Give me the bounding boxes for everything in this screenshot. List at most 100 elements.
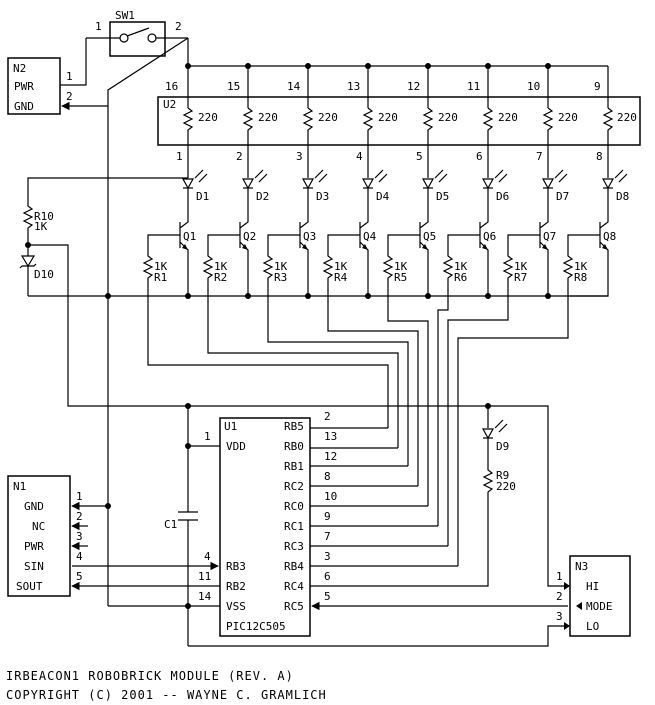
transistor-q6: Q6 bbox=[483, 230, 496, 243]
u1-right-pin-name-rc3: RC3 bbox=[284, 540, 304, 553]
sw1-pin1: 1 bbox=[95, 20, 102, 33]
driver-stage-6: D6 Q6 1K R6 bbox=[437, 169, 509, 526]
n3-pin1-name: HI bbox=[586, 580, 599, 593]
u2-bottom-pin-8: 8 bbox=[596, 150, 603, 163]
transistor-q5: Q5 bbox=[423, 230, 436, 243]
base-res-r3-value: 1K bbox=[274, 260, 288, 273]
u2-top-pin-14: 14 bbox=[287, 80, 301, 93]
base-res-r4-value: 1K bbox=[334, 260, 348, 273]
led-d5: D5 bbox=[436, 190, 449, 203]
driver-stage-5: D5 Q5 1K R5 bbox=[382, 169, 449, 506]
capacitor-c1: C1 bbox=[164, 406, 568, 647]
base-res-r6-ref: R6 bbox=[454, 271, 467, 284]
driver-stage-4: D4 Q4 1K R4 bbox=[322, 169, 419, 486]
n1-pin2-num: 2 bbox=[76, 510, 83, 523]
base-res-r8-value: 1K bbox=[574, 260, 588, 273]
base-res-r4-ref: R4 bbox=[334, 271, 348, 284]
u1-part: PIC12C505 bbox=[226, 620, 286, 633]
d9-r9: D9 R9 220 bbox=[310, 406, 516, 587]
led-d7: D7 bbox=[556, 190, 569, 203]
c1-ref: C1 bbox=[164, 518, 177, 531]
driver-stage-1: D1 Q1 1K R1 bbox=[142, 169, 389, 428]
ground-bus bbox=[28, 106, 608, 606]
u1-right-pin-name-rc5: RC5 bbox=[284, 600, 304, 613]
n1-pin3-name: PWR bbox=[24, 540, 44, 553]
u2-bottom-pin-4: 4 bbox=[356, 150, 363, 163]
u2-value-4: 220 bbox=[378, 111, 398, 124]
microcontroller-u1: U1 PIC12C505 VDD 1 RB3 4 RB2 11 VSS 14 R… bbox=[198, 410, 568, 637]
u2-value-6: 220 bbox=[498, 111, 518, 124]
u2-top-pin-15: 15 bbox=[227, 80, 240, 93]
u2-value-5: 220 bbox=[438, 111, 458, 124]
u1-right-pin-name-rb1: RB1 bbox=[284, 460, 304, 473]
n1-pin4-name: SIN bbox=[24, 560, 44, 573]
base-res-r6-value: 1K bbox=[454, 260, 468, 273]
base-res-r8-ref: R8 bbox=[574, 271, 587, 284]
u1-left-pin-num-1: 1 bbox=[204, 430, 211, 443]
base-res-r7-ref: R7 bbox=[514, 271, 527, 284]
resistor-network-u2: U2 16 220 1 15 220 2 14 220 3 13 220 4 1… bbox=[157, 66, 641, 178]
u1-right-pin-name-rb5: RB5 bbox=[284, 420, 304, 433]
r9-value: 220 bbox=[496, 480, 516, 493]
u1-right-pin-num-5: 5 bbox=[324, 590, 331, 603]
base-res-r2-value: 1K bbox=[214, 260, 228, 273]
u1-right-pin-name-rc2: RC2 bbox=[284, 480, 304, 493]
n1-pin3-num: 3 bbox=[76, 530, 83, 543]
n1-pin5-name: SOUT bbox=[16, 580, 43, 593]
n3-pin2-name: MODE bbox=[586, 600, 613, 613]
n1-pin2-name: NC bbox=[32, 520, 45, 533]
led-d8: D8 bbox=[616, 190, 629, 203]
u1-right-pin-num-9: 9 bbox=[324, 510, 331, 523]
u1-right-pin-num-10: 10 bbox=[324, 490, 337, 503]
base-res-r5-ref: R5 bbox=[394, 271, 407, 284]
base-res-r1-ref: R1 bbox=[154, 271, 167, 284]
u1-right-pin-num-6: 6 bbox=[324, 570, 331, 583]
u2-top-pin-9: 9 bbox=[594, 80, 601, 93]
transistor-q1: Q1 bbox=[183, 230, 196, 243]
base-res-r2-ref: R2 bbox=[214, 271, 227, 284]
led-d1: D1 bbox=[196, 190, 209, 203]
u1-left-pin-num-4: 4 bbox=[204, 550, 211, 563]
switch-sw1: SW1 1 2 bbox=[86, 9, 188, 57]
base-res-r3-ref: R3 bbox=[274, 271, 287, 284]
u2-value-2: 220 bbox=[258, 111, 278, 124]
u2-top-pin-16: 16 bbox=[165, 80, 178, 93]
u1-right-pin-num-2: 2 bbox=[324, 410, 331, 423]
u1-right-pin-num-7: 7 bbox=[324, 530, 331, 543]
connector-n3: N3 HI MODE LO 1 2 3 bbox=[556, 555, 631, 637]
u1-right-pin-name-rc0: RC0 bbox=[284, 500, 304, 513]
u2-bottom-pin-7: 7 bbox=[536, 150, 543, 163]
r10-value: 1K bbox=[34, 220, 48, 233]
transistor-q8: Q8 bbox=[603, 230, 616, 243]
n3-pin2-num: 2 bbox=[556, 590, 563, 603]
u2-value-8: 220 bbox=[617, 111, 637, 124]
n3-pin3-name: LO bbox=[586, 620, 599, 633]
u2-top-pin-13: 13 bbox=[347, 80, 360, 93]
u2-value-3: 220 bbox=[318, 111, 338, 124]
u2-bottom-pin-2: 2 bbox=[236, 150, 243, 163]
n2-ref: N2 bbox=[13, 62, 26, 75]
r10-d10: R10 1K D10 bbox=[19, 177, 568, 587]
n2-pin2-name: GND bbox=[14, 100, 34, 113]
transistor-q2: Q2 bbox=[243, 230, 256, 243]
led-d2: D2 bbox=[256, 190, 269, 203]
n3-pin1-num: 1 bbox=[556, 570, 563, 583]
transistor-q7: Q7 bbox=[543, 230, 556, 243]
base-res-r5-value: 1K bbox=[394, 260, 408, 273]
n1-pin5-num: 5 bbox=[76, 570, 83, 583]
u1-left-pin-name-rb2: RB2 bbox=[226, 580, 246, 593]
sw1-ref: SW1 bbox=[115, 9, 135, 22]
u2-ref: U2 bbox=[163, 98, 176, 111]
driver-stage-2: D2 Q2 1K R2 bbox=[202, 169, 399, 448]
connector-n1: N1 GND NC PWR SIN SOUT 1 2 3 4 5 bbox=[7, 475, 220, 607]
n2-pin1-num: 1 bbox=[66, 70, 73, 83]
n2-pin2-num: 2 bbox=[66, 90, 73, 103]
u2-top-pin-12: 12 bbox=[407, 80, 420, 93]
d9-ref: D9 bbox=[496, 440, 509, 453]
n3-pin3-num: 3 bbox=[556, 610, 563, 623]
u2-bottom-pin-3: 3 bbox=[296, 150, 303, 163]
r10-ref: R10 bbox=[34, 210, 54, 223]
u2-bottom-pin-6: 6 bbox=[476, 150, 483, 163]
u1-right-pin-num-13: 13 bbox=[324, 430, 337, 443]
